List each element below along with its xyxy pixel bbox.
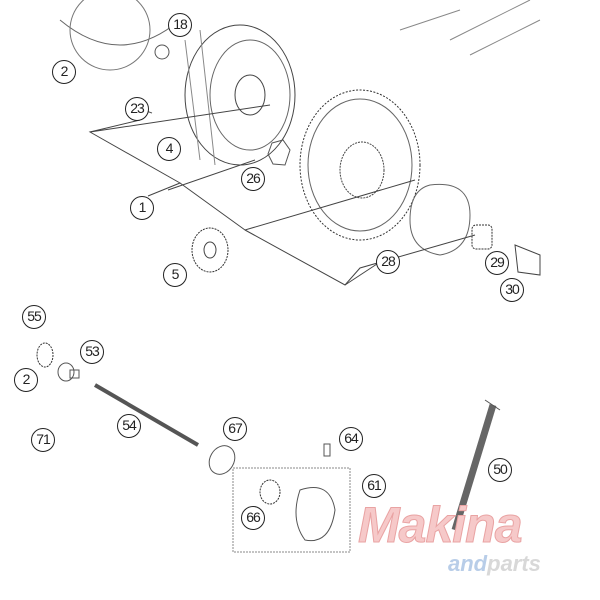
grease-syringe <box>451 399 501 532</box>
push-rod <box>93 383 200 447</box>
clutch-basket <box>184 24 296 166</box>
callout-54[interactable]: 54 <box>117 414 141 438</box>
pushrod-piece <box>57 362 80 382</box>
needle-bearing <box>471 224 493 250</box>
callout-23[interactable]: 23 <box>125 97 149 121</box>
callout-64[interactable]: 64 <box>339 427 363 451</box>
callout-2[interactable]: 2 <box>52 60 76 84</box>
gear-small-left <box>36 342 54 368</box>
primary-gear <box>299 89 421 241</box>
watermark-brand: Makina <box>358 497 524 553</box>
kickstart-gear <box>191 227 229 273</box>
callout-26[interactable]: 26 <box>241 167 265 191</box>
washer <box>154 44 170 60</box>
watermark-sub: andparts <box>448 551 541 576</box>
assembly-box <box>232 467 351 553</box>
callout-4[interactable]: 4 <box>157 137 181 161</box>
callout-61[interactable]: 61 <box>362 474 386 498</box>
callout-2-left[interactable]: 2 <box>14 368 38 392</box>
callout-30[interactable]: 30 <box>500 278 524 302</box>
callout-55[interactable]: 55 <box>22 305 46 329</box>
callout-29[interactable]: 29 <box>485 251 509 275</box>
o-ring <box>208 445 236 475</box>
clutch-plates-top-right <box>399 0 541 56</box>
callout-5[interactable]: 5 <box>163 263 187 287</box>
callout-53[interactable]: 53 <box>80 340 104 364</box>
gasket-plate <box>409 183 471 256</box>
callout-18[interactable]: 18 <box>168 13 192 37</box>
callout-71[interactable]: 71 <box>31 428 55 452</box>
callout-1[interactable]: 1 <box>130 196 154 220</box>
callout-67[interactable]: 67 <box>223 417 247 441</box>
callout-66[interactable]: 66 <box>241 506 265 530</box>
leader-lines <box>88 104 476 286</box>
clutch-plate-top-left <box>59 0 181 71</box>
nut <box>267 139 291 166</box>
callout-50[interactable]: 50 <box>488 458 512 482</box>
bushing <box>514 244 541 276</box>
callout-28[interactable]: 28 <box>376 250 400 274</box>
release-shaft <box>259 479 336 542</box>
bolt <box>323 443 331 457</box>
